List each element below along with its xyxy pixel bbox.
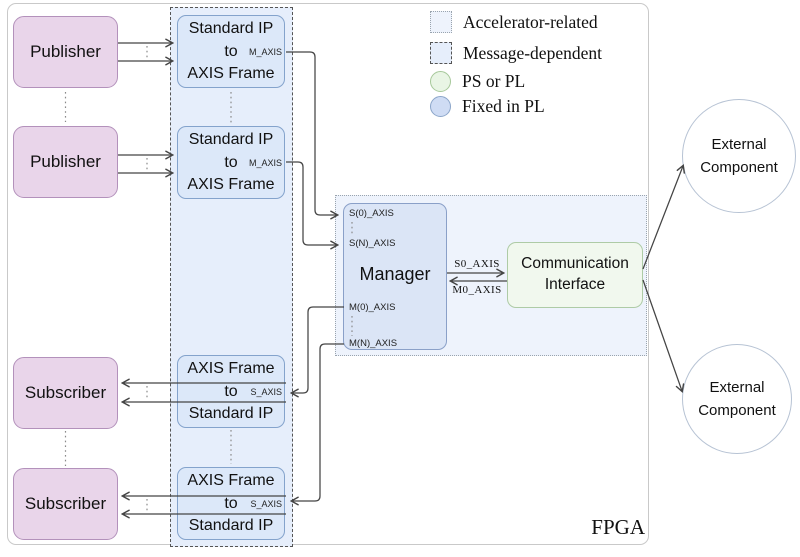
dashed-square-marker-icon [430, 42, 452, 64]
subscriber-node-1: Subscriber [13, 357, 118, 429]
s-axis-port-label: S_AXIS [250, 386, 282, 397]
pub-converter-node-2: Standard IP to M_AXIS AXIS Frame [177, 126, 285, 199]
converter-to-label: to [224, 382, 238, 400]
converter-line3: Standard IP [188, 404, 274, 422]
converter-line2-row: to M_AXIS [178, 41, 284, 63]
legend-item-fixed-pl: Fixed in PL [430, 96, 602, 117]
manager-port-m0: M(0)_AXIS [349, 302, 396, 313]
sub-converter-node-2: AXIS Frame to S_AXIS Standard IP [177, 467, 285, 540]
converter-to-label: to [224, 494, 238, 512]
comm-to-external1-wire [642, 166, 683, 270]
message-dependent-region [170, 7, 293, 547]
publisher-node-2: Publisher [13, 126, 118, 198]
converter-line1: AXIS Frame [187, 359, 275, 377]
publisher-label: Publisher [30, 42, 101, 61]
legend-item-ps-pl: PS or PL [430, 71, 602, 92]
legend-label: Message-dependent [463, 42, 602, 63]
m-axis-port-label: M_AXIS [248, 157, 282, 168]
sub-converter-node-1: AXIS Frame to S_AXIS Standard IP [177, 355, 285, 428]
converter-line2-row: to M_AXIS [178, 152, 284, 174]
m-axis-port-label: M_AXIS [248, 46, 282, 57]
comm-interface-line2: Interface [544, 276, 606, 293]
converter-to-label: to [224, 153, 238, 171]
legend-item-message: Message-dependent [430, 42, 602, 64]
comm-interface-line1: Communication [521, 255, 629, 273]
external-line1: External [709, 378, 765, 396]
legend-label: Accelerator-related [463, 11, 598, 32]
legend-label: PS or PL [462, 71, 526, 91]
converter-line3: AXIS Frame [187, 175, 275, 193]
s-axis-port-label: S_AXIS [250, 498, 282, 509]
converter-line3: AXIS Frame [187, 64, 275, 82]
converter-line2-row: to S_AXIS [178, 493, 284, 515]
legend-label: Fixed in PL [462, 96, 545, 116]
converter-to-label: to [224, 42, 238, 60]
legend: Accelerator-related Message-dependent PS… [430, 11, 602, 117]
manager-port-mn: M(N)_AXIS [349, 338, 398, 349]
manager-node: S(0)_AXIS S(N)_AXIS Manager M(0)_AXIS M(… [343, 203, 447, 350]
legend-item-accelerator: Accelerator-related [430, 11, 602, 33]
converter-line3: Standard IP [188, 516, 274, 534]
converter-line2-row: to S_AXIS [178, 381, 284, 403]
converter-line1: AXIS Frame [187, 471, 275, 489]
external-component-node-1: External Component [682, 99, 796, 213]
external-line2: Component [700, 159, 778, 176]
subscriber-node-2: Subscriber [13, 468, 118, 540]
s0-axis-bus-label: S0_AXIS [454, 258, 500, 270]
communication-interface-node: Communication Interface [507, 242, 643, 308]
external-component-node-2: External Component [682, 344, 792, 454]
fpga-title: FPGA [591, 515, 645, 539]
publisher-node-1: Publisher [13, 16, 118, 88]
external-line2: Component [698, 402, 776, 419]
dotted-square-marker-icon [430, 11, 452, 33]
converter-line1: Standard IP [188, 19, 274, 37]
manager-title: Manager [359, 264, 431, 284]
subscriber-label: Subscriber [24, 383, 107, 402]
blue-circle-marker-icon [430, 96, 451, 117]
green-circle-marker-icon [430, 71, 451, 92]
pub-converter-node-1: Standard IP to M_AXIS AXIS Frame [177, 15, 285, 88]
publisher-label: Publisher [30, 152, 101, 171]
manager-port-sn: S(N)_AXIS [349, 238, 396, 249]
external-line1: External [711, 135, 767, 153]
m0-axis-bus-label: M0_AXIS [452, 284, 502, 296]
converter-line1: Standard IP [188, 130, 274, 148]
manager-port-s0: S(0)_AXIS [349, 208, 394, 219]
subscriber-label: Subscriber [24, 494, 107, 513]
